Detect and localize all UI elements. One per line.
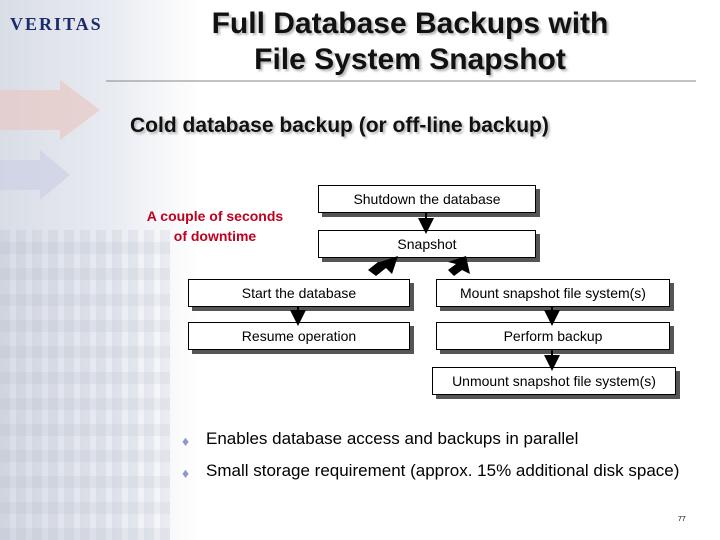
bullet-list: ♦ Enables database access and backups in… xyxy=(180,428,680,492)
bullet-text: Enables database access and backups in p… xyxy=(206,429,578,448)
arrow-snapshot-to-mount xyxy=(448,256,470,276)
veritas-logo: VERITAS xyxy=(10,14,103,35)
downtime-note: A couple of seconds of downtime xyxy=(130,206,300,246)
snapshot-box: Snapshot xyxy=(318,230,536,258)
title-line-2: File System Snapshot xyxy=(130,42,690,78)
bullet-item: ♦ Enables database access and backups in… xyxy=(180,428,680,450)
resume-operation-box: Resume operation xyxy=(188,322,410,350)
shutdown-box: Shutdown the database xyxy=(318,185,536,213)
shutdown-label: Shutdown the database xyxy=(353,191,500,207)
downtime-note-line-2: of downtime xyxy=(130,226,300,246)
perform-backup-box: Perform backup xyxy=(436,322,670,350)
bullet-text: Small storage requirement (approx. 15% a… xyxy=(206,461,679,480)
unmount-snapshot-label: Unmount snapshot file system(s) xyxy=(452,373,656,389)
mount-snapshot-box: Mount snapshot file system(s) xyxy=(436,279,670,307)
title-line-1: Full Database Backups with xyxy=(130,6,690,42)
perform-backup-label: Perform backup xyxy=(504,328,603,344)
downtime-note-line-1: A couple of seconds xyxy=(130,206,300,226)
slide-title: Full Database Backups with File System S… xyxy=(130,6,690,78)
arrow-snapshot-to-start xyxy=(368,256,398,276)
slide-subtitle: Cold database backup (or off-line backup… xyxy=(130,114,549,138)
bullet-item: ♦ Small storage requirement (approx. 15%… xyxy=(180,460,680,482)
page-number: 77 xyxy=(678,516,686,523)
decorative-arrow-shape xyxy=(0,90,60,130)
title-divider xyxy=(106,80,696,82)
unmount-snapshot-box: Unmount snapshot file system(s) xyxy=(432,367,676,395)
resume-operation-label: Resume operation xyxy=(242,328,356,344)
diamond-bullet-icon: ♦ xyxy=(182,462,189,484)
decorative-arrow-shape xyxy=(0,160,40,190)
diamond-bullet-icon: ♦ xyxy=(182,430,189,452)
keyboard-pattern xyxy=(0,230,170,540)
start-database-box: Start the database xyxy=(188,279,410,307)
mount-snapshot-label: Mount snapshot file system(s) xyxy=(460,285,646,301)
snapshot-label: Snapshot xyxy=(397,236,456,252)
start-database-label: Start the database xyxy=(242,285,356,301)
